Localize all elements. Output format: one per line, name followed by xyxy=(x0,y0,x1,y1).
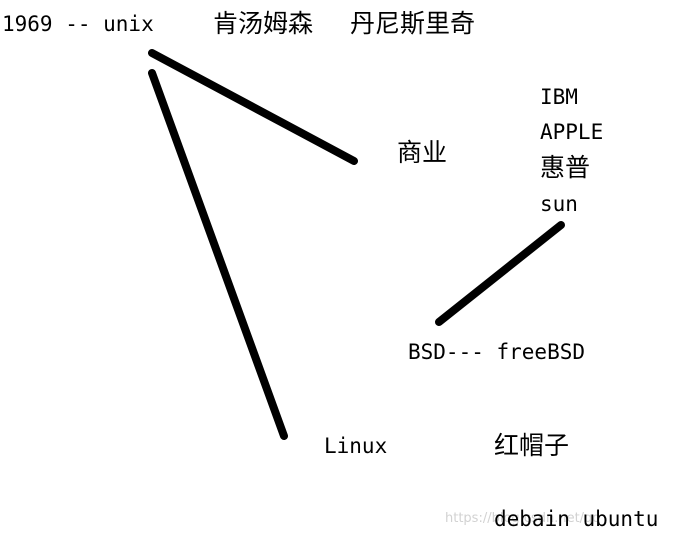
linux-label: Linux xyxy=(324,434,388,458)
bsd-label: BSD--- freeBSD xyxy=(408,340,586,364)
apple-label: APPLE xyxy=(540,120,604,144)
ken-thompson-label: 肯汤姆森 xyxy=(213,9,314,38)
commercial-label: 商业 xyxy=(397,138,448,167)
sun-label: sun xyxy=(540,192,578,216)
connector-unix-to-commercial xyxy=(148,49,358,165)
debian-ubuntu-label: debain ubuntu xyxy=(494,507,659,531)
dennis-ritchie-label: 丹尼斯里奇 xyxy=(350,9,476,38)
watermark-text: https://blog.csdn.net/qq xyxy=(445,511,601,526)
connector-unix-to-linux xyxy=(148,69,288,440)
hp-label: 惠普 xyxy=(540,153,591,182)
redhat-label: 红帽子 xyxy=(494,431,570,460)
connector-bsd-to-vendors xyxy=(435,221,565,326)
unix-origin-label: 1969 -- unix xyxy=(2,12,154,36)
ibm-label: IBM xyxy=(540,85,578,109)
